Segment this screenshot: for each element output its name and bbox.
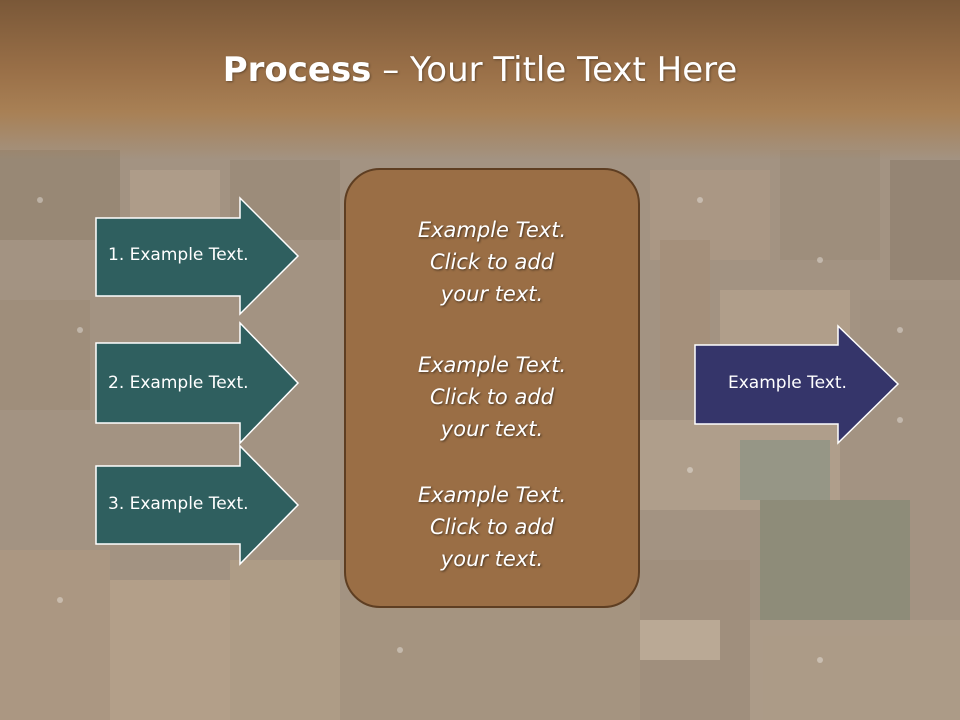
- left-arrow-1-label: 1. Example Text.: [108, 245, 249, 265]
- right-arrow[interactable]: [694, 324, 900, 445]
- right-arrow-label: Example Text.: [728, 373, 847, 393]
- center-paragraph-3: Example Text. Click to add your text.: [346, 479, 638, 575]
- center-paragraph-2: Example Text. Click to add your text.: [346, 349, 638, 445]
- left-arrow-2[interactable]: [95, 321, 300, 445]
- left-arrow-1[interactable]: [95, 196, 300, 316]
- paragraph-line: Example Text.: [417, 483, 567, 507]
- title-bold: Process: [222, 50, 372, 90]
- paragraph-line: Click to add: [429, 385, 554, 409]
- left-arrow-3[interactable]: [95, 444, 300, 566]
- left-arrow-3-label: 3. Example Text.: [108, 494, 249, 514]
- paragraph-line: your text.: [440, 282, 544, 306]
- left-arrow-2-label: 2. Example Text.: [108, 373, 249, 393]
- paragraph-line: Example Text.: [417, 218, 567, 242]
- slide-title[interactable]: Process – Your Title Text Here: [0, 50, 960, 90]
- paragraph-line: Click to add: [429, 515, 554, 539]
- paragraph-line: Click to add: [429, 250, 554, 274]
- center-paragraph-1: Example Text. Click to add your text.: [346, 214, 638, 310]
- paragraph-line: your text.: [440, 547, 544, 571]
- paragraph-line: your text.: [440, 417, 544, 441]
- title-band: [0, 0, 960, 160]
- title-rest: – Your Title Text Here: [371, 50, 738, 90]
- center-text-box[interactable]: Example Text. Click to add your text. Ex…: [344, 168, 640, 608]
- paragraph-line: Example Text.: [417, 353, 567, 377]
